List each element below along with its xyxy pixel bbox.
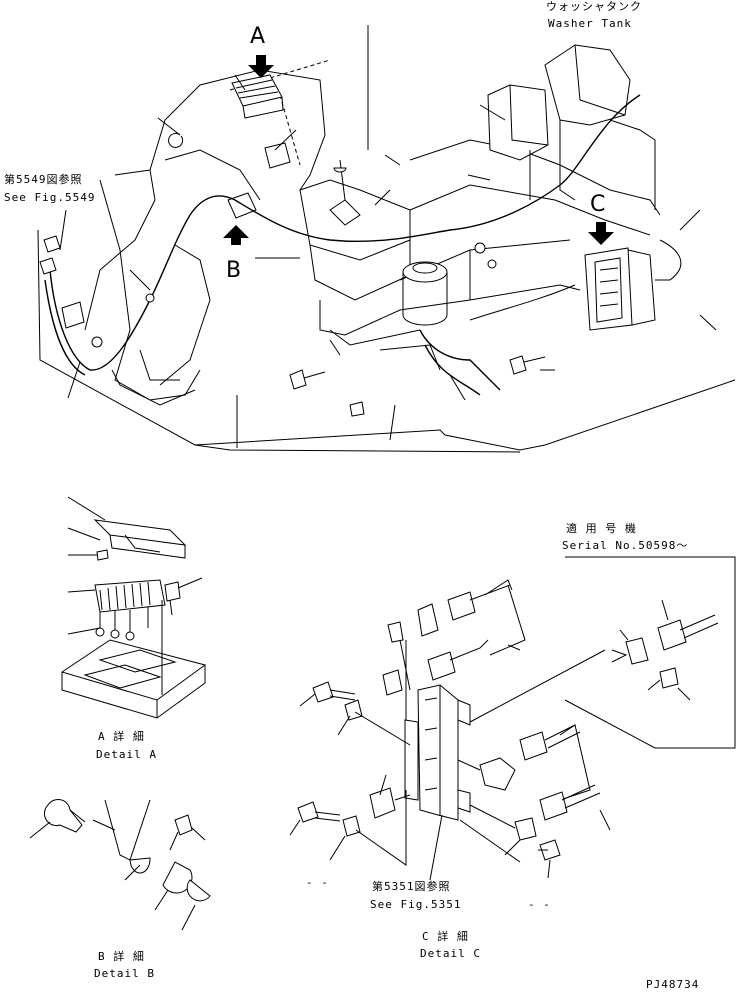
washer-tank-label-jp: ウォッシャタンク bbox=[546, 0, 642, 13]
callout-letter-c: C bbox=[590, 192, 606, 217]
callout-letter-a: A bbox=[250, 24, 266, 49]
detail-c-caption-jp: C 詳 細 bbox=[422, 930, 469, 943]
detail-a-caption-jp: A 詳 細 bbox=[98, 730, 145, 743]
detail-c-drawing bbox=[289, 556, 736, 881]
dash-mark-left: - - bbox=[306, 876, 329, 889]
detail-c-caption-en: Detail C bbox=[420, 947, 481, 960]
drawing-part-code: PJ48734 bbox=[646, 978, 700, 991]
detail-b-drawing bbox=[29, 799, 211, 931]
serial-applicability-en: Serial No.50598～ bbox=[562, 539, 689, 552]
detail-b-caption-en: Detail B bbox=[94, 967, 155, 980]
detail-a-caption-en: Detail A bbox=[96, 748, 157, 761]
fig-5549-reference-jp: 第5549図参照 bbox=[4, 173, 83, 186]
fig-5351-reference-en: See Fig.5351 bbox=[370, 898, 462, 911]
detail-b-caption-jp: B 詳 細 bbox=[98, 950, 145, 963]
fig-5549-reference-en: See Fig.5549 bbox=[4, 191, 96, 204]
main-assembly bbox=[37, 25, 736, 453]
serial-applicability-jp: 適 用 号 機 bbox=[566, 522, 637, 535]
dash-mark-right: - - bbox=[528, 898, 551, 911]
fig-5351-reference-jp: 第5351図参照 bbox=[372, 880, 451, 893]
callout-letter-b: B bbox=[226, 258, 242, 283]
washer-tank-label-en: Washer Tank bbox=[548, 17, 632, 30]
detail-a-drawing bbox=[60, 496, 207, 719]
